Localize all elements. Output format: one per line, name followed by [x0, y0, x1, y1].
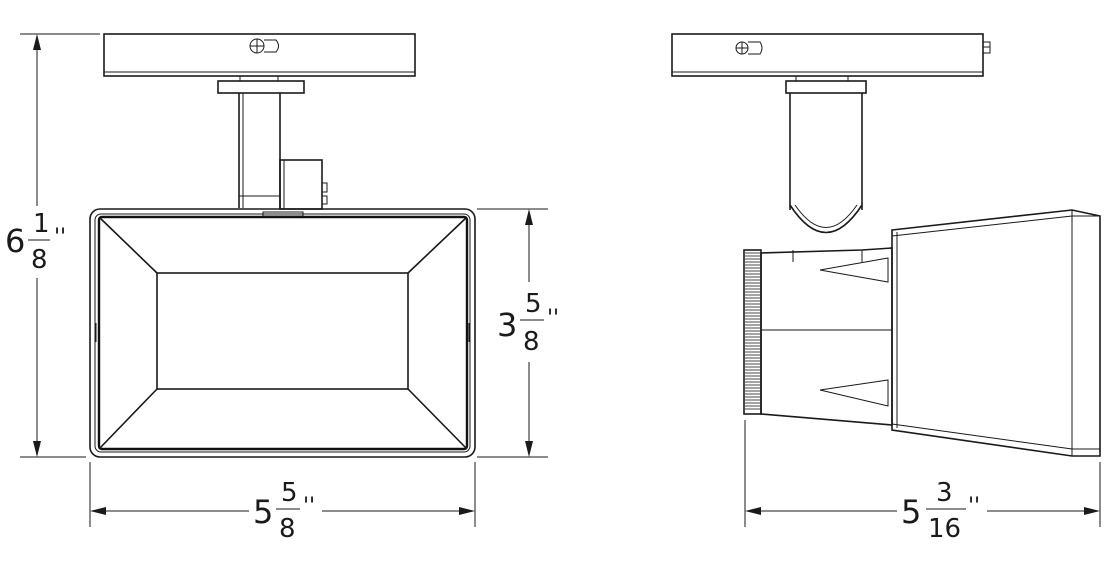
dim-width-denominator: 8	[279, 514, 296, 544]
front-canopy-screw-icon	[249, 38, 279, 54]
dim-width-whole: 5	[253, 493, 273, 531]
side-canopy-screw-icon	[735, 41, 763, 55]
dimension-front-head-height: 3 5 8 ''	[477, 208, 559, 458]
side-collar	[785, 80, 867, 94]
dimension-front-overall-height: 6 1 8 ''	[5, 33, 100, 458]
dimension-side-depth: 5 3 16 ''	[744, 420, 1101, 544]
dim-front-height-unit: ''	[54, 225, 66, 250]
side-stem	[789, 93, 863, 262]
dim-front-height-whole: 6	[5, 222, 25, 260]
side-neck-body	[760, 247, 893, 426]
side-set-screw-icon	[982, 41, 991, 54]
dim-front-height-numerator: 1	[33, 209, 50, 239]
front-collar	[217, 80, 305, 94]
dim-depth-numerator: 3	[936, 478, 953, 508]
dim-head-height-denominator: 8	[523, 327, 540, 357]
side-view: 5 3 16 ''	[671, 33, 1101, 544]
dim-front-height-denominator: 8	[31, 245, 48, 275]
front-canopy	[103, 33, 416, 77]
dim-head-height-whole: 3	[497, 306, 517, 344]
dim-depth-denominator: 16	[928, 514, 961, 544]
front-light-head	[89, 208, 476, 458]
front-knuckle	[279, 159, 328, 210]
dim-head-height-numerator: 5	[525, 289, 542, 319]
dim-depth-unit: ''	[968, 494, 980, 519]
front-stem	[238, 93, 281, 208]
dim-width-unit: ''	[303, 494, 315, 519]
side-canopy	[671, 33, 984, 77]
dim-depth-whole: 5	[901, 493, 921, 531]
dim-head-height-unit: ''	[547, 306, 559, 331]
dim-width-numerator: 5	[281, 478, 298, 508]
side-knurled-ring	[743, 249, 762, 415]
side-light-head	[891, 209, 1101, 457]
dimension-front-width: 5 5 8 ''	[89, 462, 476, 544]
front-view: 6 1 8 '' 3 5 8 '' 5	[5, 33, 559, 544]
